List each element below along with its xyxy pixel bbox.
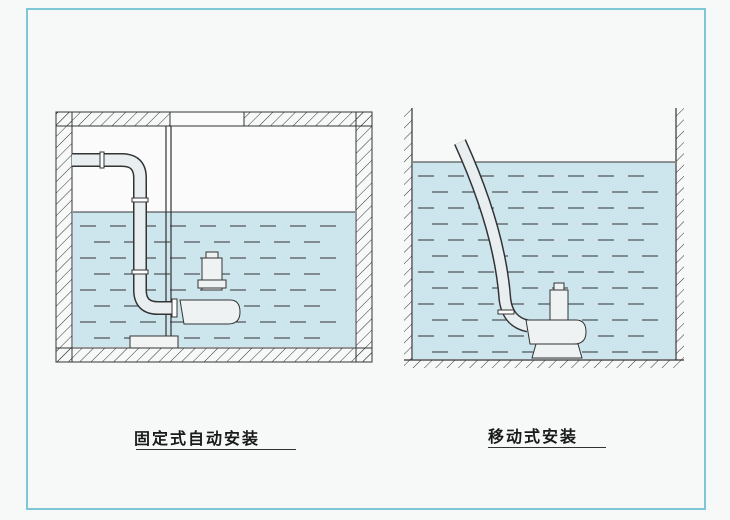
tank-floor <box>404 360 684 368</box>
caption-fixed-installation: 固定式自动安装 <box>134 429 261 448</box>
water-dashes <box>418 175 658 353</box>
tank-right-wall <box>676 108 684 360</box>
fixed-installation-diagram <box>55 111 373 363</box>
right-wall <box>355 111 373 363</box>
submersible-pump-mobile <box>525 282 587 359</box>
pump-base <box>129 335 179 349</box>
caption-underline <box>136 449 296 450</box>
caption-underline <box>488 447 606 448</box>
submersible-pump-fixed <box>179 251 241 325</box>
tank-left-wall <box>404 108 412 360</box>
mobile-installation-diagram <box>404 108 684 368</box>
access-opening <box>169 111 245 127</box>
left-wall <box>55 111 73 363</box>
caption-mobile-installation: 移动式安装 <box>488 427 579 446</box>
border-frame <box>26 8 706 510</box>
bottom-slab <box>55 347 373 363</box>
